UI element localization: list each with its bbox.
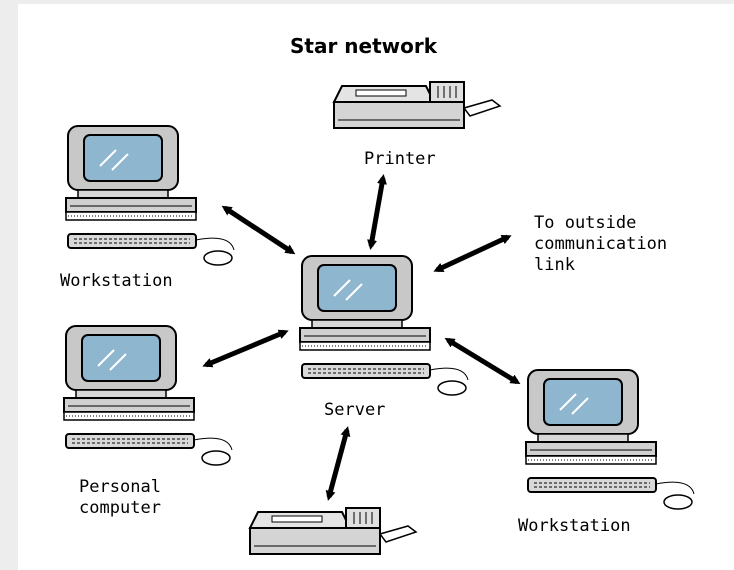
arrow-server-printer [367, 174, 387, 250]
arrow-server-printer-bottom [325, 426, 351, 501]
outside-link-label: To outside communication link [534, 213, 668, 275]
workstation-left-computer-icon [65, 125, 235, 266]
arrow-server-workstation-left [221, 205, 296, 255]
arrow-server-workstation-right [444, 337, 521, 385]
arrow-server-outside-link [433, 234, 512, 273]
personal-computer-label: Personal computer [79, 477, 161, 518]
personal-computer-icon [63, 325, 233, 466]
printer-icon [333, 81, 501, 129]
workstation-left-label: Workstation [60, 271, 173, 291]
diagram-title: Star network [290, 34, 438, 58]
server-label: Server [324, 400, 386, 420]
printer-bottom-icon [249, 507, 417, 555]
printer-label: Printer [364, 149, 436, 169]
workstation-right-label: Workstation [518, 516, 631, 536]
workstation-right-computer-icon [525, 369, 695, 510]
server-computer-icon [299, 255, 469, 396]
arrow-server-personal-computer [202, 329, 289, 368]
